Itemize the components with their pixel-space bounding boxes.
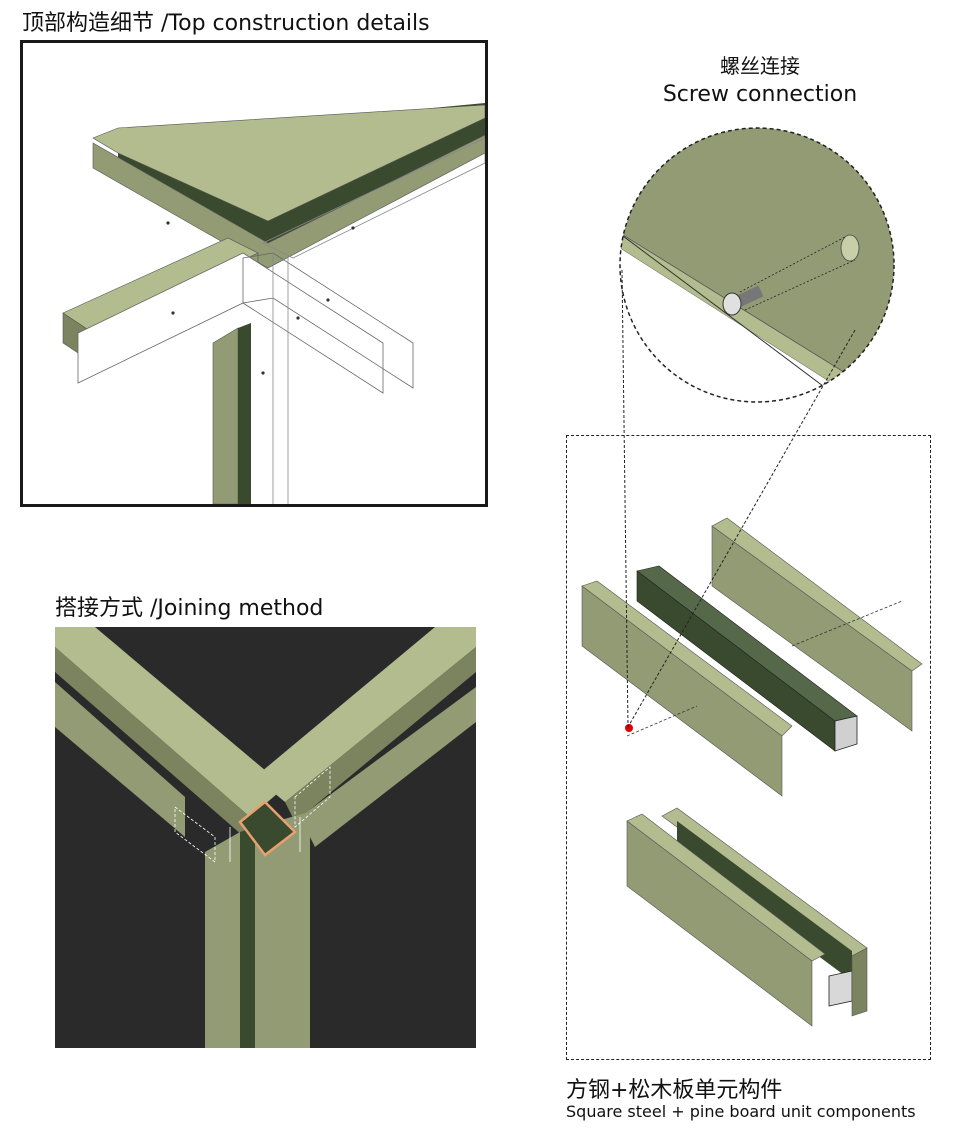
screw-head-icon <box>722 292 742 316</box>
screw-mark <box>166 221 170 225</box>
screw-mark <box>326 298 330 302</box>
top-details-caption: 顶部构造细节 /Top construction details <box>22 11 430 36</box>
screw-connection-caption-cn: 螺丝连接 <box>720 54 800 78</box>
left-arm-side <box>55 647 250 842</box>
screw-mark <box>351 226 355 230</box>
back-board-face <box>92 134 485 269</box>
screw-mark <box>261 371 265 375</box>
right-arm-lower <box>300 687 476 847</box>
right-arm-top <box>255 627 476 802</box>
unit-components-drawing <box>581 517 923 1027</box>
vertical-post-face <box>212 327 239 504</box>
top-construction-panel <box>20 40 488 507</box>
unit-components-caption-en: Square steel + pine board unit component… <box>566 1102 916 1121</box>
screw-mark <box>171 311 175 315</box>
unit-components-caption-cn: 方钢+松木板单元构件 <box>566 1078 783 1103</box>
unit-components-panel <box>566 435 931 1060</box>
steel-end-highlight <box>238 800 297 857</box>
top-construction-drawing <box>62 103 485 504</box>
vertical-post-core <box>238 323 251 504</box>
screw-guide <box>739 236 846 293</box>
ghost-joint-right <box>294 766 331 828</box>
joining-method-drawing <box>55 627 476 1048</box>
zoom-board-lower <box>620 245 894 402</box>
zoom-board-edge <box>620 229 894 402</box>
ghost-board-3 <box>262 137 485 259</box>
assembled-steel-end <box>828 970 853 1007</box>
zoom-board-line <box>620 229 836 396</box>
ghost-joint-left <box>174 806 216 863</box>
zoom-circle-outline <box>619 127 895 403</box>
joining-method-panel <box>55 627 476 1048</box>
screw-connection-caption-en: Screw connection <box>662 82 858 107</box>
screw-guide <box>744 259 856 311</box>
left-arm-lower <box>55 682 185 837</box>
assembled-front-top <box>626 813 826 962</box>
screw-mark <box>296 316 300 320</box>
joining-method-caption: 搭接方式 /Joining method <box>55 596 324 621</box>
screw-detail-zoom <box>620 128 894 402</box>
post-right <box>255 812 310 1048</box>
pin-marker-dot <box>625 724 633 732</box>
right-arm-side <box>285 647 476 822</box>
post-core <box>240 827 255 1048</box>
ghost-board-1 <box>77 252 384 394</box>
screw-path <box>626 705 698 737</box>
post-left <box>205 832 240 1048</box>
steel-tube-end <box>834 715 858 752</box>
left-arm-top <box>55 627 285 817</box>
back-board <box>92 104 485 222</box>
screw-hole-icon <box>840 234 860 262</box>
screw-shank-icon <box>736 285 764 307</box>
assembled-end-board <box>851 947 868 1017</box>
